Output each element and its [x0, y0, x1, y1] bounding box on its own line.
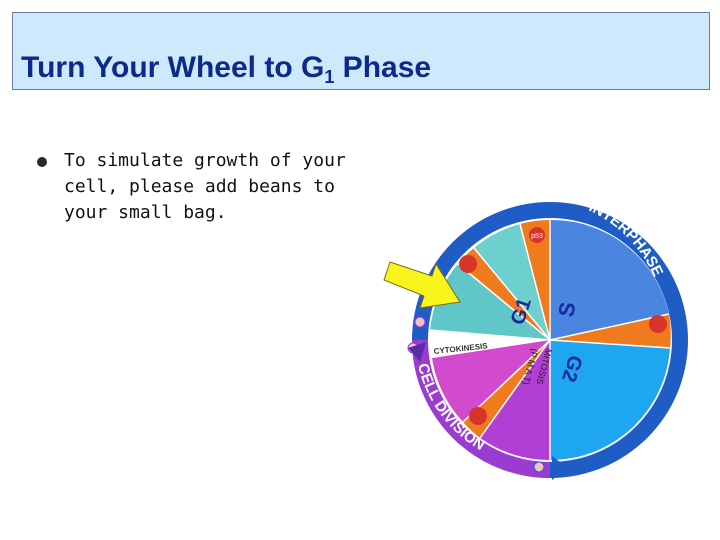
purple-sector	[480, 340, 550, 461]
p53-badge-right	[649, 315, 667, 333]
cytokinesis-band	[429, 330, 550, 358]
svg-text:p53: p53	[531, 233, 543, 240]
cell-cycle-wheel[interactable]: p53 S G1 G2 CYTOKINESIS MITOSIS (P M A T…	[370, 190, 700, 490]
g1-phase-sector	[430, 264, 550, 340]
bullet-icon	[37, 157, 47, 167]
s-phase-sector	[550, 219, 669, 340]
g2-phase-sector	[550, 340, 670, 461]
ring-marker-1	[414, 316, 426, 328]
title-bar: Turn Your Wheel to G1 Phase	[12, 12, 710, 90]
p53-wedge-right	[550, 314, 671, 348]
p53-badge-left	[459, 255, 477, 273]
p53-wedge-left	[458, 248, 550, 340]
ring-arrowhead-left	[408, 342, 426, 362]
p53-badge-top	[529, 227, 545, 243]
g1-phase-sector-upper	[474, 224, 550, 340]
s-phase-label: S	[553, 300, 580, 319]
p53-badge-bottom	[469, 407, 487, 425]
g1-pointer-arrow	[383, 261, 461, 309]
slide-title: Turn Your Wheel to G1 Phase	[21, 51, 432, 87]
bullet-text: To simulate growth of your cell, please …	[64, 150, 346, 223]
ring-arrowhead-bottom	[552, 456, 568, 480]
magenta-sector	[432, 340, 550, 422]
ring-marker-3	[533, 461, 545, 473]
sector-dividers	[429, 220, 671, 460]
